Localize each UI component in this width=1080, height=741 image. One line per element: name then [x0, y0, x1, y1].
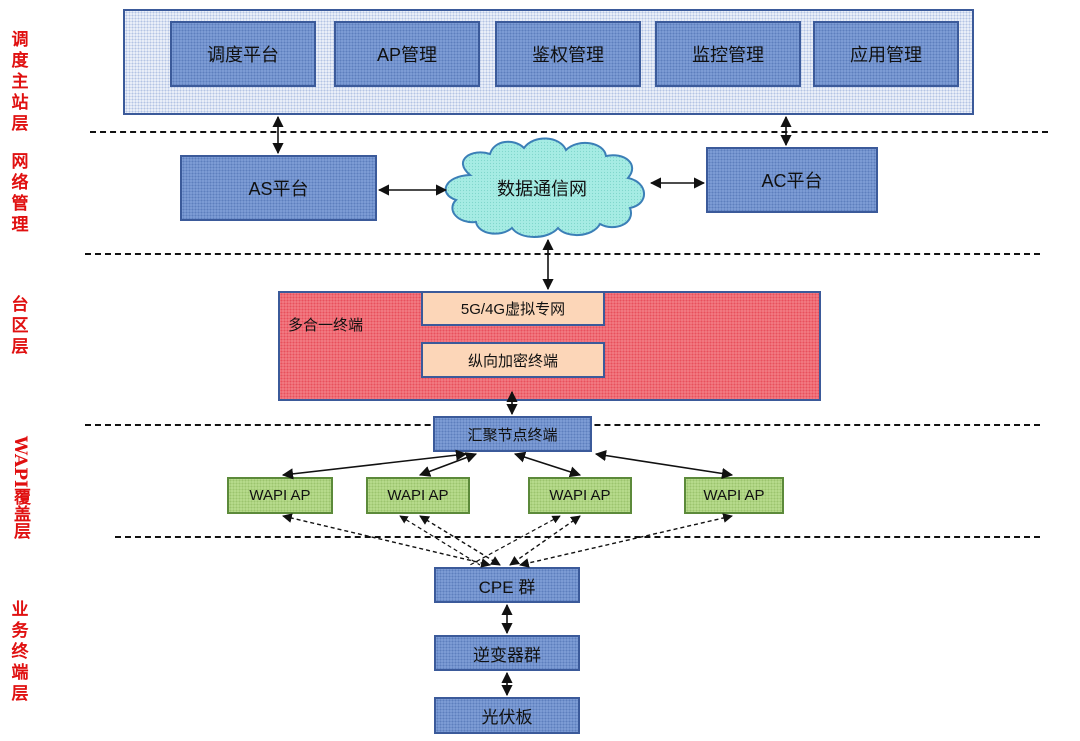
aggregation-node-terminal-box: 汇聚节点终端 [433, 416, 592, 452]
dashed-ap1-to-cpe [282, 513, 491, 568]
virtual-private-network-box: 5G/4G虚拟专网 [421, 291, 605, 326]
as-platform-box: AS平台 [180, 155, 377, 221]
arrow-agg-to-ap4 [594, 450, 734, 479]
multi-in-one-terminal-label: 多合一终端 [288, 317, 364, 334]
arrow-agg-to-ap3 [513, 451, 582, 478]
wapi-ap-4: WAPI AP [684, 477, 784, 514]
dashed-ap2b-to-cpe [399, 515, 481, 566]
module-auth-management: 鉴权管理 [495, 21, 641, 87]
module-app-management: 应用管理 [813, 21, 959, 87]
module-dispatch-platform: 调度平台 [170, 21, 316, 87]
wapi-ap-3: WAPI AP [528, 477, 632, 514]
wapi-ap-2: WAPI AP [366, 477, 470, 514]
wapi-ap-1: WAPI AP [227, 477, 333, 514]
dashed-ap3-to-cpe [509, 515, 581, 566]
separator-line-2 [85, 253, 1040, 255]
ac-platform-box: AC平台 [706, 147, 878, 213]
arrow-agg-to-ap2 [418, 452, 478, 477]
layer-label-wapi-coverage: WAPI覆盖层 [10, 436, 30, 539]
arrow-agg-to-ap1 [281, 449, 468, 480]
layer-label-dispatch-master: 调度主站层 [11, 30, 29, 134]
module-ap-management: AP管理 [334, 21, 480, 87]
module-monitor-management: 监控管理 [655, 21, 801, 87]
cloud-label: 数据通信网 [497, 179, 587, 199]
dashed-ap4-to-cpe [519, 513, 733, 568]
layer-label-network-management: 网络管理 [11, 152, 29, 235]
vertical-encryption-terminal-box: 纵向加密终端 [421, 342, 605, 378]
dashed-ap3b-to-cpe [469, 515, 561, 566]
pv-panel-box: 光伏板 [434, 697, 580, 734]
cpe-group-box: CPE 群 [434, 567, 580, 603]
cloud-shape [444, 137, 645, 238]
layer-label-business-terminal: 业务终端层 [11, 600, 29, 704]
separator-line-1 [90, 131, 1048, 133]
dashed-ap2-to-cpe [419, 515, 501, 566]
inverter-group-box: 逆变器群 [434, 635, 580, 671]
layer-label-district: 台区层 [11, 295, 29, 357]
